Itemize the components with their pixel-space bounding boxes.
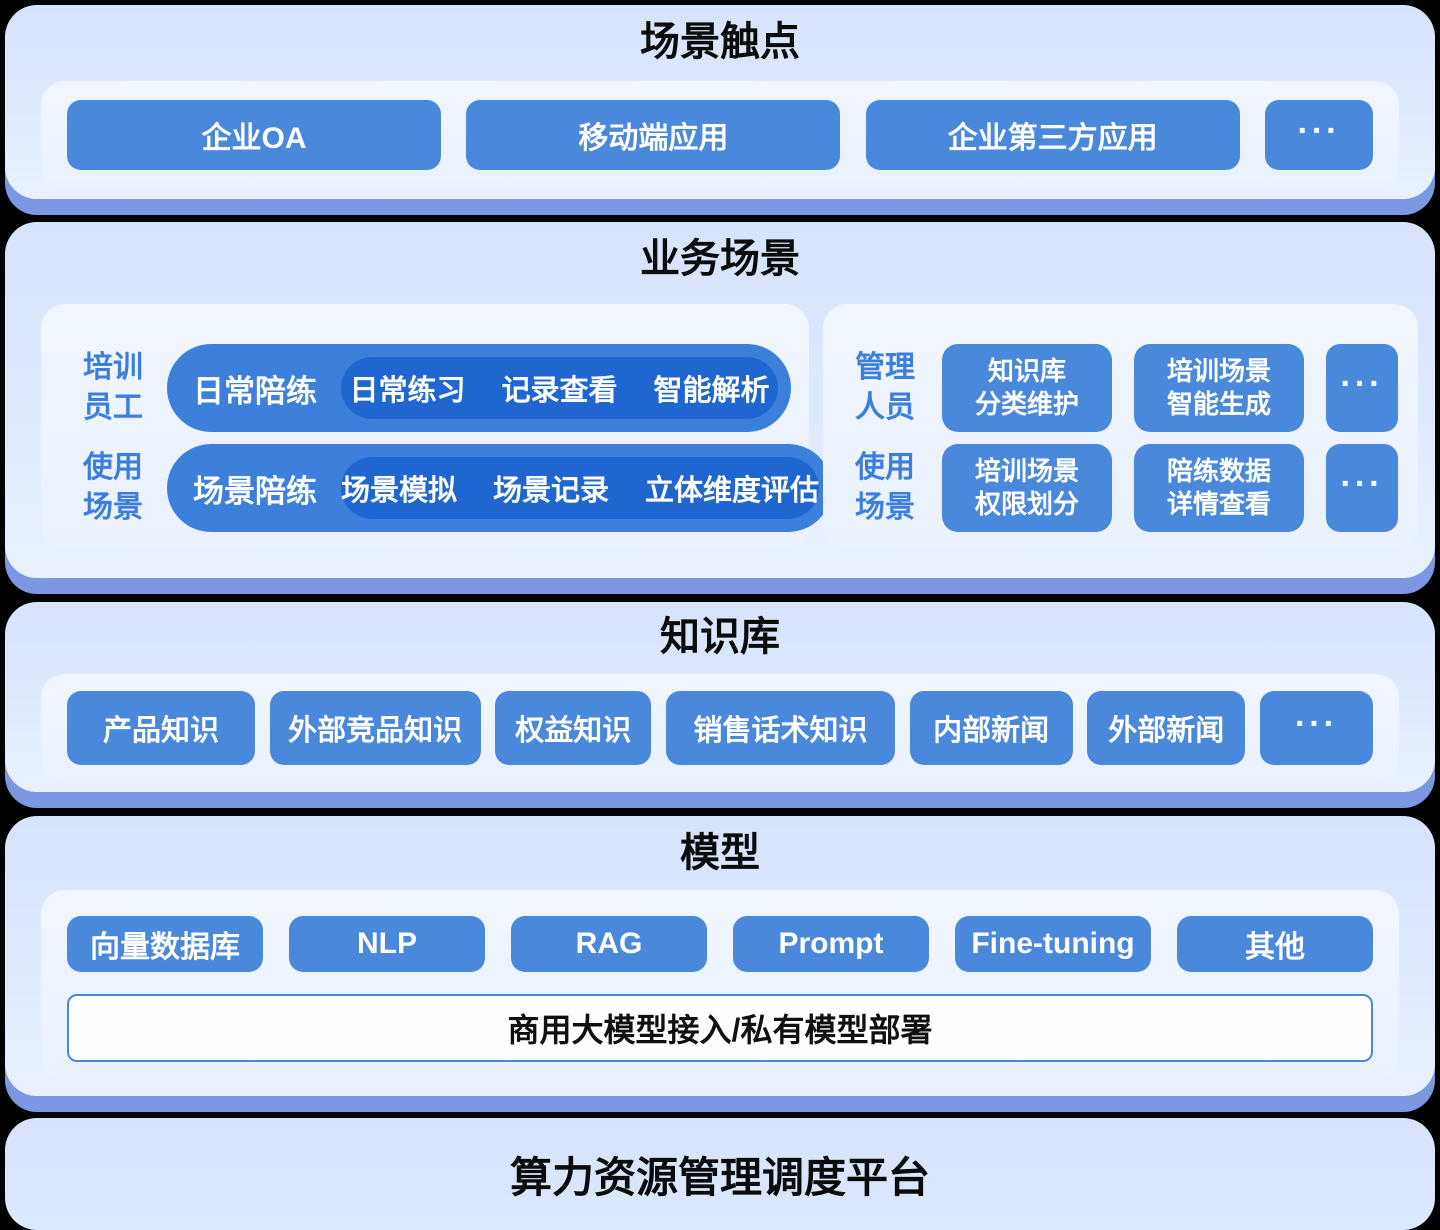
touchpoint-thirdparty-app-button[interactable]: 企业第三方应用 — [865, 100, 1240, 170]
model-nlp-button[interactable]: NLP — [289, 916, 485, 972]
knowledge-panel: 产品知识 外部竞品知识 权益知识 销售话术知识 内部新闻 外部新闻 ··· — [41, 674, 1399, 782]
llm-access-bar[interactable]: 商用大模型接入/私有模型部署 — [67, 994, 1373, 1062]
admin-label: 管理 人员 — [855, 351, 915, 424]
training-data-detail-button[interactable]: 陪练数据 详情查看 — [1134, 444, 1304, 532]
touchpoint-mobile-app-button[interactable]: 移动端应用 — [466, 100, 841, 170]
touchpoint-enterprise-oa-button[interactable]: 企业OA — [67, 100, 441, 170]
touchpoints-more-button[interactable]: ··· — [1264, 100, 1373, 170]
usage-scenario-label-left: 使用 场景 — [83, 451, 143, 524]
feature-multidimensional-evaluation[interactable]: 立体维度评估 — [645, 475, 820, 507]
business-title: 业务场景 — [640, 237, 800, 281]
kb-product-knowledge-button[interactable]: 产品知识 — [67, 691, 255, 765]
model-section: 模型 向量数据库 NLP RAG Prompt Fine-tuning 其他 商… — [5, 816, 1435, 1096]
knowledge-title: 知识库 — [660, 615, 780, 659]
feature-daily-practice[interactable]: 日常练习 — [349, 375, 466, 407]
daily-training-features: 日常练习 记录查看 智能解析 — [341, 357, 778, 419]
touchpoints-section: 场景触点 企业OA 移动端应用 企业第三方应用 ··· — [5, 5, 1435, 199]
daily-training-row: 培训 员工 日常陪练 日常练习 记录查看 智能解析 — [67, 344, 791, 432]
feature-scenario-record[interactable]: 场景记录 — [493, 475, 610, 507]
model-panel: 向量数据库 NLP RAG Prompt Fine-tuning 其他 商用大模… — [41, 890, 1399, 1080]
employee-label: 培训 员工 — [83, 351, 143, 424]
kb-benefits-knowledge-button[interactable]: 权益知识 — [495, 691, 652, 765]
employee-scenarios-panel: 培训 员工 日常陪练 日常练习 记录查看 智能解析 使用 — [41, 304, 833, 549]
model-other-button[interactable]: 其他 — [1177, 916, 1373, 972]
kb-competitor-knowledge-button[interactable]: 外部竞品知识 — [269, 691, 481, 765]
scenario-training-features: 场景模拟 场景记录 立体维度评估 — [341, 457, 820, 519]
compute-platform-bar: 算力资源管理调度平台 — [5, 1118, 1435, 1230]
knowledge-more-button[interactable]: ··· — [1259, 691, 1373, 765]
business-section: 业务场景 培训 员工 日常陪练 日常练习 记录查看 智能解析 — [5, 222, 1435, 578]
scene-permission-button[interactable]: 培训场景 权限划分 — [942, 444, 1112, 532]
model-vector-db-button[interactable]: 向量数据库 — [67, 916, 263, 972]
model-prompt-button[interactable]: Prompt — [733, 916, 929, 972]
kb-category-maintain-button[interactable]: 知识库 分类维护 — [942, 344, 1112, 432]
admin-row: 管理 人员 知识库 分类维护 培训场景 智能生成 ··· — [839, 344, 1398, 432]
daily-training-pill-label: 日常陪练 — [193, 373, 317, 409]
usage-scenario-label-right: 使用 场景 — [855, 451, 915, 524]
model-finetuning-button[interactable]: Fine-tuning — [955, 916, 1151, 972]
feature-record-view[interactable]: 记录查看 — [501, 375, 618, 407]
admin-row-more-button[interactable]: ··· — [1326, 344, 1398, 432]
admin-usage-more-button[interactable]: ··· — [1326, 444, 1398, 532]
model-rag-button[interactable]: RAG — [511, 916, 707, 972]
model-title: 模型 — [680, 831, 760, 875]
feature-smart-analysis[interactable]: 智能解析 — [653, 375, 770, 407]
scenario-training-pill-label: 场景陪练 — [193, 473, 317, 509]
daily-training-pill[interactable]: 日常陪练 日常练习 记录查看 智能解析 — [167, 344, 791, 432]
admin-scenarios-panel: 管理 人员 知识库 分类维护 培训场景 智能生成 ··· — [823, 304, 1418, 549]
admin-usage-row: 使用 场景 培训场景 权限划分 陪练数据 详情查看 ··· — [839, 444, 1398, 532]
touchpoints-title: 场景触点 — [640, 20, 800, 64]
scenario-training-row: 使用 场景 场景陪练 场景模拟 场景记录 立体维度评估 — [67, 444, 833, 532]
scenario-training-pill[interactable]: 场景陪练 场景模拟 场景记录 立体维度评估 — [167, 444, 833, 532]
scene-smart-generate-button[interactable]: 培训场景 智能生成 — [1134, 344, 1304, 432]
touchpoints-panel: 企业OA 移动端应用 企业第三方应用 ··· — [41, 81, 1399, 189]
kb-sales-script-knowledge-button[interactable]: 销售话术知识 — [665, 691, 895, 765]
kb-external-news-button[interactable]: 外部新闻 — [1087, 691, 1246, 765]
kb-internal-news-button[interactable]: 内部新闻 — [909, 691, 1073, 765]
knowledge-section: 知识库 产品知识 外部竞品知识 权益知识 销售话术知识 内部新闻 外部新闻 ··… — [5, 602, 1435, 792]
feature-scenario-simulation[interactable]: 场景模拟 — [341, 475, 458, 507]
